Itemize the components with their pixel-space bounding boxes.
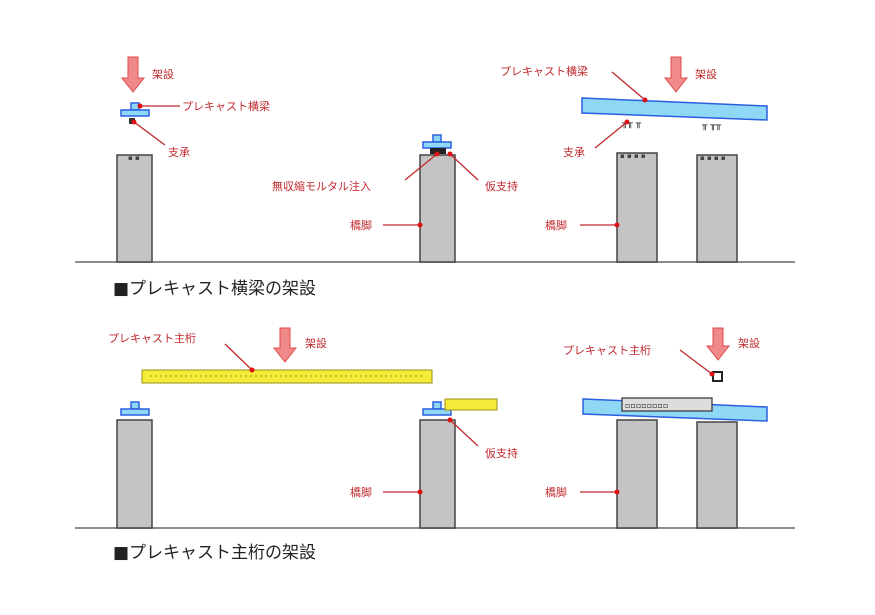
label-pier: 橋脚	[350, 485, 372, 499]
svg-text:╥ ╥╥: ╥ ╥╥	[701, 121, 722, 131]
down-arrow-icon	[705, 327, 731, 361]
label-temporary-support: 仮支持	[485, 446, 518, 460]
label-temporary-support: 仮支持	[485, 179, 518, 193]
label-pier: 橋脚	[350, 218, 372, 232]
label-bearing: 支承	[168, 146, 190, 159]
caption-crossbeam-erection: ■プレキャスト横梁の架設	[113, 279, 316, 299]
down-arrow-icon	[120, 56, 146, 93]
pier	[419, 154, 456, 263]
pier	[696, 154, 738, 263]
label-erect: 架設	[305, 336, 327, 350]
label-precast-girder: プレキャスト主桁	[563, 343, 651, 357]
svg-text:▪ ▪ ▪ ▪: ▪ ▪ ▪ ▪	[620, 152, 646, 160]
label-erect: 架設	[152, 67, 174, 81]
pier	[116, 419, 153, 529]
label-precast-crossbeam: プレキャスト横梁	[182, 99, 270, 113]
pier	[696, 421, 738, 529]
bottom-panel: 架設 プレキャスト主桁 仮支持 橋脚 ▫▫▫▫▫▫▫▫ 架設 プレキャスト主桁 …	[75, 327, 795, 563]
precast-crossbeam	[120, 401, 150, 416]
label-pier: 橋脚	[545, 485, 567, 499]
precast-girders	[621, 397, 713, 412]
label-mortar-injection: 無収縮モルタル注入	[272, 179, 371, 193]
label-precast-girder: プレキャスト主桁	[108, 331, 196, 345]
label-bearing: 支承	[563, 146, 585, 159]
top-panel: ▪ ▪ 架設 プレキャスト横梁 支承 無収縮モルタル注入 仮支持 橋脚 ▪ ▪ …	[75, 56, 795, 299]
precast-girder	[444, 398, 498, 411]
label-pier: 橋脚	[545, 218, 567, 232]
label-erect: 架設	[695, 67, 717, 81]
svg-text:▪ ▪ ▪ ▪: ▪ ▪ ▪ ▪	[700, 154, 726, 162]
precast-girder-section	[712, 371, 723, 382]
down-arrow-icon	[663, 56, 689, 93]
precast-crossbeam	[120, 102, 150, 117]
pier	[419, 419, 456, 529]
down-arrow-icon	[272, 327, 298, 363]
precast-crossbeam	[581, 97, 768, 121]
caption-girder-erection: ■プレキャスト主桁の架設	[113, 543, 316, 563]
svg-text:▫▫▫▫▫▫▫▫: ▫▫▫▫▫▫▫▫	[625, 401, 668, 410]
precast-crossbeam	[422, 134, 452, 149]
pier	[616, 419, 658, 529]
label-precast-crossbeam: プレキャスト横梁	[500, 64, 588, 78]
label-erect: 架設	[738, 336, 760, 350]
svg-text:╥╥ ╥: ╥╥ ╥	[621, 119, 642, 129]
pier	[116, 154, 153, 263]
pier	[616, 152, 658, 263]
svg-text:▪ ▪: ▪ ▪	[128, 154, 140, 162]
